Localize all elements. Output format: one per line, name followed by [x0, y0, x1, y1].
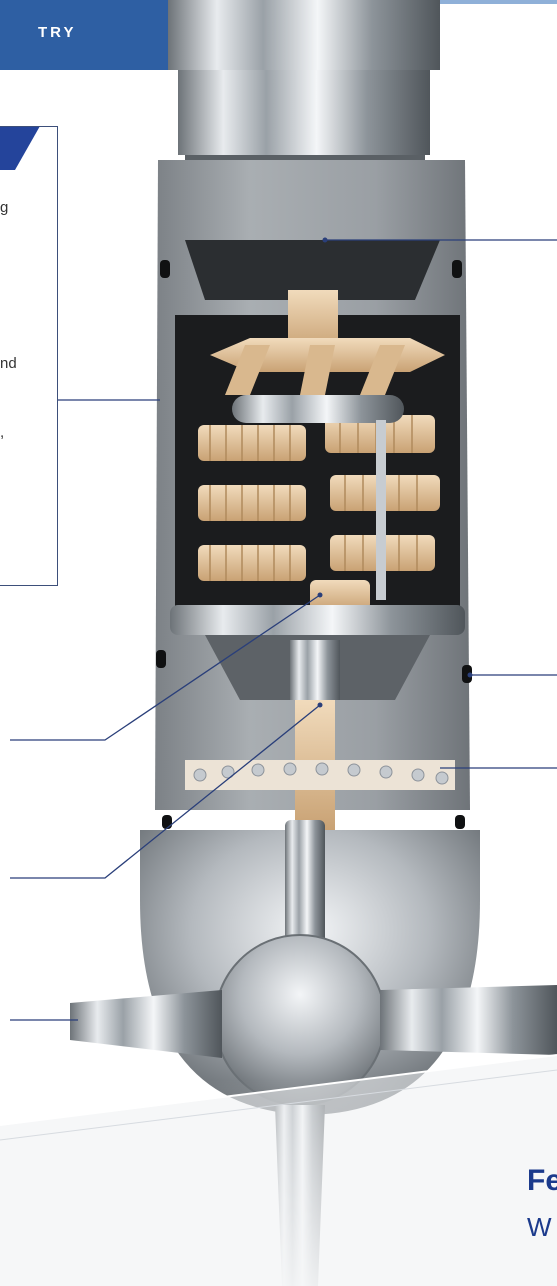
center-disc	[232, 395, 404, 423]
turbine-impeller	[210, 290, 445, 395]
shaft-upper	[290, 640, 340, 700]
lower-flange	[170, 605, 465, 635]
banner-shape	[0, 0, 215, 70]
info-box	[0, 126, 58, 586]
right-nozzle	[380, 985, 557, 1055]
left-nozzle	[70, 990, 222, 1058]
top-collar	[178, 70, 430, 155]
top-banner: TRY	[0, 0, 557, 70]
callout-line-shaft	[10, 704, 321, 879]
seal-ring	[160, 260, 170, 278]
banner-label: TRY	[38, 24, 77, 41]
callout-line-gears	[10, 594, 321, 741]
info-text-line-2: nd	[0, 355, 17, 372]
section-heading: Fe	[527, 1164, 557, 1197]
guide-rod	[376, 420, 386, 600]
top-fitting	[168, 0, 440, 70]
bottom-panel	[0, 1055, 557, 1286]
info-text-line-3: ,	[0, 424, 5, 441]
info-box-tab	[0, 126, 40, 170]
info-text-line-1: g	[0, 199, 9, 216]
upper-cone	[185, 240, 440, 300]
section-subtext: W	[527, 1212, 552, 1242]
top-nozzle	[285, 820, 325, 970]
